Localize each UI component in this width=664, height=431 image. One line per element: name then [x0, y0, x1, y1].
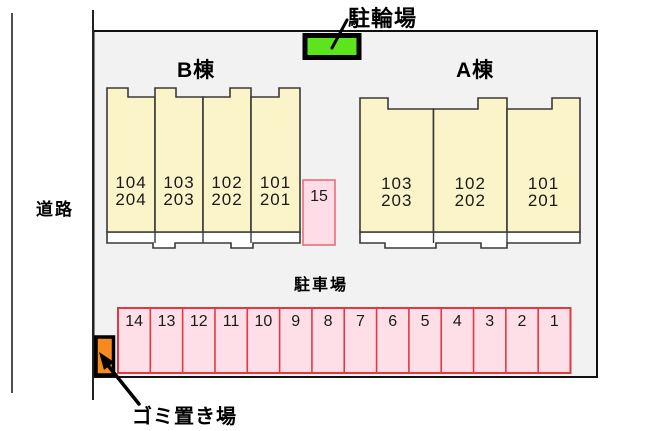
parking-space-number: 11 — [222, 313, 240, 330]
parking-space-number: 7 — [355, 313, 365, 330]
building-a-balcony-strip — [359, 231, 581, 249]
unit-number: 103 — [163, 173, 195, 192]
unit-number: 203 — [163, 190, 195, 209]
building-b-unit-2-shape — [202, 87, 252, 233]
unit-number: 103 — [381, 174, 413, 193]
building-a-label: A棟 — [456, 59, 495, 82]
unit-number: 202 — [211, 190, 243, 209]
bicycle-parking-label: 駐輪場 — [348, 6, 418, 31]
parking-space-number: 14 — [125, 313, 144, 330]
garbage-area-pointer-line — [104, 361, 141, 406]
bicycle-parking-pointer-line — [330, 18, 349, 50]
unit-number: 203 — [381, 191, 413, 210]
building-a-unit-2-shape — [506, 97, 581, 233]
unit-number: 101 — [527, 174, 560, 193]
building-b-unit-0-shape — [106, 87, 156, 233]
parking-space-number: 9 — [291, 313, 301, 330]
parking-space-number: 1 — [549, 313, 559, 330]
parking-space-number: 6 — [388, 313, 398, 330]
unit-number: 201 — [259, 190, 292, 209]
building-b-label: B棟 — [177, 59, 216, 82]
parking-space-number: 3 — [485, 313, 495, 330]
building-a-unit-0-shape — [359, 97, 435, 233]
parking-space-number: 2 — [517, 313, 527, 330]
space-15-shape — [302, 179, 336, 246]
unit-number: 104 — [115, 173, 147, 192]
garbage-area-label: ゴミ置き場 — [132, 406, 237, 428]
unit-number: 102 — [454, 174, 486, 193]
garbage-pointer-arrowhead — [99, 352, 114, 370]
unit-number: 102 — [211, 173, 243, 192]
parking-space-number: 8 — [323, 313, 333, 330]
unit-number: 101 — [259, 173, 292, 192]
road-label: 道路 — [36, 200, 74, 219]
unit-number: 201 — [527, 191, 560, 210]
building-b-unit-1-shape — [154, 87, 204, 233]
building-a-unit-1-shape — [432, 97, 508, 233]
parking-space-number: 12 — [189, 313, 208, 330]
unit-number: 202 — [454, 191, 486, 210]
building-b-unit-3-shape — [250, 87, 301, 233]
parking-space-number: 4 — [452, 313, 462, 330]
space-15-label: 15 — [310, 188, 328, 205]
car-parking-label: 駐車場 — [294, 277, 349, 294]
parking-space-number: 10 — [254, 313, 273, 330]
parking-space-number: 13 — [157, 313, 176, 330]
unit-number: 204 — [115, 190, 147, 209]
parking-space-number: 5 — [420, 313, 430, 330]
